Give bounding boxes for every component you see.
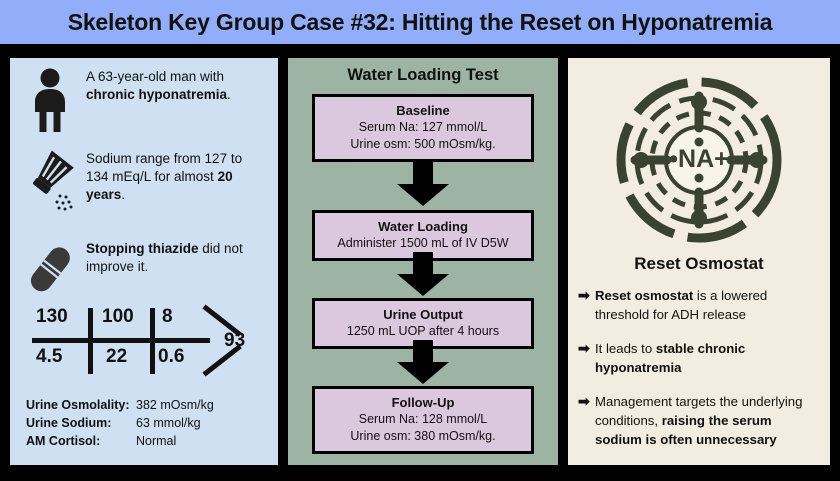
flow-step-line: Urine osm: 380 mOsm/kg. [350, 429, 496, 443]
arrow-bullet-icon: ➡ [578, 340, 590, 356]
flow-step-line: Urine osm: 500 mOsm/kg. [350, 137, 496, 151]
flow-step-baseline: Baseline Serum Na: 127 mmol/L Urine osm:… [312, 94, 534, 162]
bullet-text: Reset osmostat is a lowered threshold fo… [595, 288, 768, 322]
fishbone-potassium: 4.5 [36, 346, 63, 367]
arrow-bullet-icon: ➡ [578, 393, 590, 409]
fact-text-thiazide: Stopping thiazide did not improve it. [86, 241, 243, 274]
fishbone-vertical-line-2 [150, 308, 155, 374]
flow-arrow-down-icon [288, 340, 558, 384]
sodium-osmostat-target-icon: •NA+ [568, 72, 830, 248]
bullet-text: Management targets the underlying condit… [595, 394, 803, 447]
fact-text-sodium-range: Sodium range from 127 to 134 mEq/L for a… [86, 151, 243, 202]
list-item: ➡ It leads to stable chronic hyponatremi… [578, 339, 822, 377]
osmostat-icon-label: •NA+ [669, 145, 728, 173]
reset-osmostat-bullets: ➡ Reset osmostat is a lowered threshold … [578, 286, 822, 464]
person-icon [14, 68, 86, 134]
fishbone-glucose: 93 [224, 330, 246, 351]
fact-row-thiazide: Stopping thiazide did not improve it. [14, 240, 274, 298]
flow-step-line: 1250 mL UOP after 4 hours [346, 324, 500, 338]
lab-row: Urine Osmolality: 382 mOsm/kg [26, 396, 268, 414]
lab-value: Normal [136, 434, 177, 448]
fishbone-vertical-line-1 [88, 308, 93, 374]
flow-step-line: Serum Na: 127 mmol/L [358, 120, 488, 134]
pill-capsule-icon [14, 240, 86, 298]
flow-arrow-down-icon [288, 252, 558, 296]
lab-name: AM Cortisol: [26, 434, 101, 448]
water-loading-test-title: Water Loading Test [347, 66, 499, 84]
lab-results-list: Urine Osmolality: 382 mOsm/kg Urine Sodi… [26, 396, 268, 450]
lab-name: Urine Osmolality: [26, 398, 130, 412]
panel-water-loading-test: Water Loading Test Baseline Serum Na: 12… [288, 58, 558, 465]
fishbone-sodium: 130 [36, 306, 68, 327]
reset-osmostat-title: Reset Osmostat [634, 254, 764, 273]
list-item: ➡ Management targets the underlying cond… [578, 392, 822, 449]
panel-reset-osmostat: •NA+ Reset Osmostat ➡ Reset osmostat is … [568, 58, 830, 465]
lab-row: Urine Sodium: 63 mmol/kg [26, 414, 268, 432]
flow-step-title: Water Loading [378, 219, 468, 234]
fishbone-lab-diagram: 130 100 8 4.5 22 0.6 93 [28, 300, 260, 378]
page-title: Skeleton Key Group Case #32: Hitting the… [67, 8, 773, 35]
flow-step-title: Urine Output [383, 307, 463, 322]
flow-step-title: Follow-Up [391, 395, 455, 410]
bullet-text: It leads to stable chronic hyponatremia [595, 341, 746, 375]
fishbone-bicarbonate: 22 [106, 346, 128, 367]
fishbone-chloride: 100 [102, 306, 134, 327]
fishbone-horizontal-line [32, 338, 210, 343]
lab-value: 382 mOsm/kg [136, 398, 214, 412]
lab-row: AM Cortisol: Normal [26, 432, 268, 450]
fishbone-creatinine: 0.6 [158, 346, 185, 367]
lab-value: 63 mmol/kg [136, 416, 201, 430]
flow-arrow-down-icon [288, 162, 558, 206]
arrow-bullet-icon: ➡ [578, 287, 590, 303]
lab-name: Urine Sodium: [26, 416, 112, 430]
fact-row-demographics: A 63-year-old man with chronic hyponatre… [14, 68, 274, 134]
flow-step-line: Serum Na: 128 mmol/L [358, 412, 488, 426]
fact-text-demographics: A 63-year-old man with chronic hyponatre… [86, 69, 231, 102]
fact-row-sodium-range: Sodium range from 127 to 134 mEq/L for a… [14, 150, 274, 216]
list-item: ➡ Reset osmostat is a lowered threshold … [578, 286, 822, 324]
poster-header: Skeleton Key Group Case #32: Hitting the… [0, 0, 840, 44]
flow-step-title: Baseline [396, 103, 450, 118]
fishbone-bun: 8 [162, 306, 173, 327]
salt-shaker-icon [14, 150, 86, 216]
flow-step-water-loading: Water Loading Administer 1500 mL of IV D… [312, 210, 534, 261]
flow-step-follow-up: Follow-Up Serum Na: 128 mmol/L Urine osm… [312, 386, 534, 454]
panel-case-presentation: A 63-year-old man with chronic hyponatre… [10, 58, 278, 465]
flow-step-line: Administer 1500 mL of IV D5W [337, 236, 509, 250]
